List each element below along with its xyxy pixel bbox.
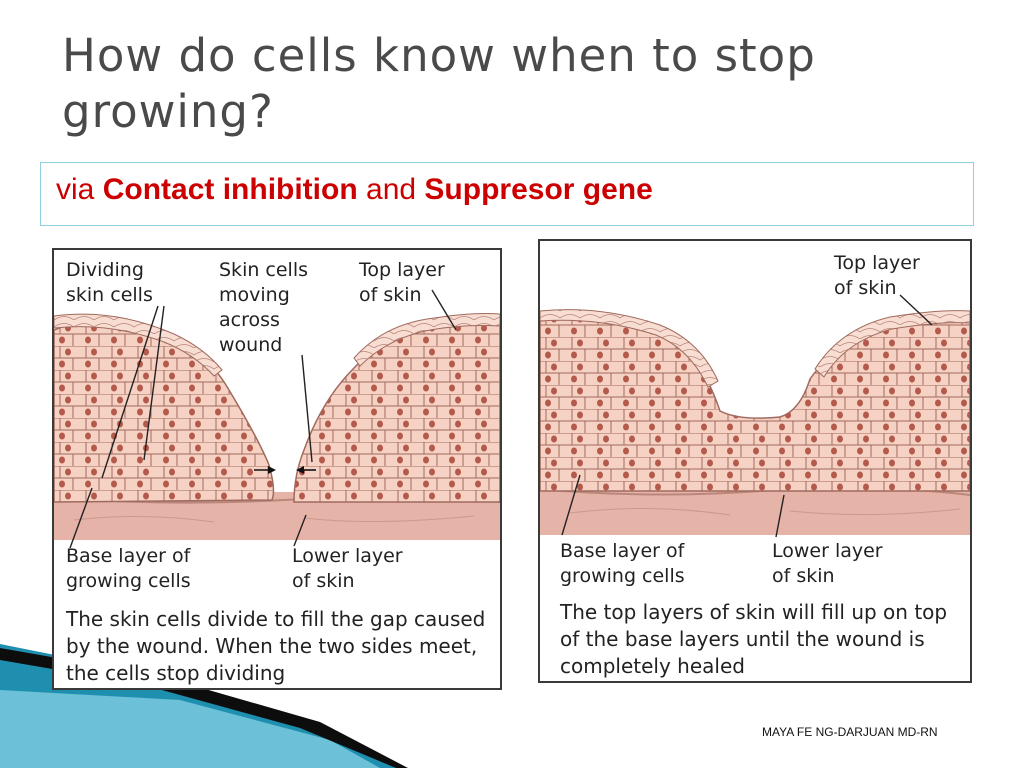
wound-illustration-right [540, 294, 970, 538]
footer-author: MAYA FE NG-DARJUAN MD-RN [762, 725, 938, 739]
subtitle-prefix: via [56, 173, 95, 206]
wound-illustration-left [54, 289, 500, 549]
label-lower-layer-left: Lower layer of skin [292, 545, 403, 592]
subtitle-term-suppresor-gene: Suppresor gene [424, 173, 653, 206]
label-dividing-skin-cells: Dividing skin cells [66, 259, 153, 306]
label-lower-layer-right: Lower layer of skin [772, 540, 883, 587]
label-base-layer-left: Base layer of growing cells [66, 545, 191, 592]
subtitle-connector: and [366, 173, 417, 206]
label-top-layer-right: Top layer of skin [834, 252, 920, 299]
label-base-layer-right: Base layer of growing cells [560, 540, 685, 587]
subtitle-term-contact-inhibition: Contact inhibition [102, 173, 358, 206]
caption-right: The top layers of skin will fill up on t… [560, 600, 948, 678]
label-skin-cells-moving: Skin cells moving across wound [219, 259, 309, 356]
slide-title: How do cells know when to stop growing? [62, 29, 816, 138]
caption-left: The skin cells divide to fill the gap ca… [66, 607, 486, 685]
wound-diagram-left: Dividing skin cells Skin cells moving ac… [52, 248, 502, 690]
label-top-layer-left: Top layer of skin [359, 259, 445, 306]
wound-diagram-right: Top layer of skin Base layer of growing … [538, 239, 972, 683]
subtitle-box: via Contact inhibition and Suppresor gen… [40, 162, 974, 226]
